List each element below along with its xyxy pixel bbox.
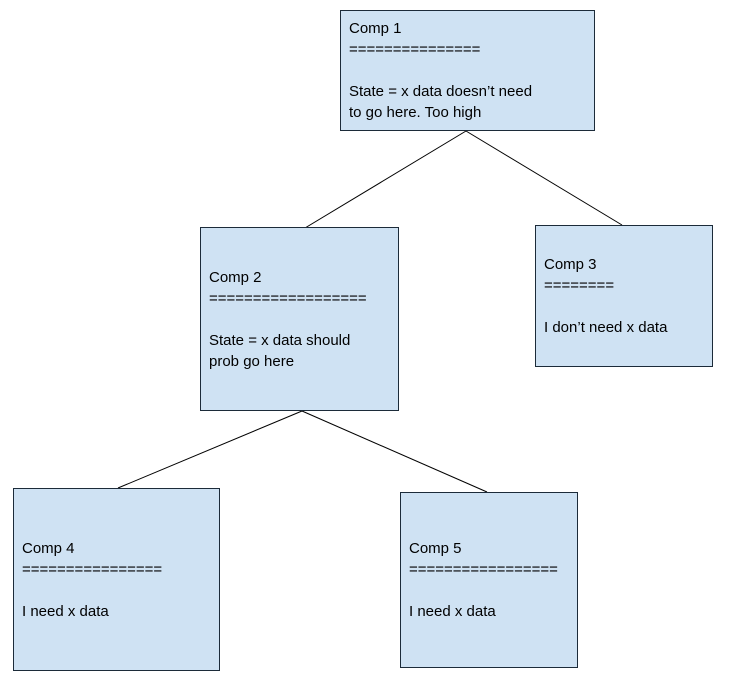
edge-comp2-comp4 [117, 410, 303, 489]
node-comp5-gap [409, 580, 569, 601]
edge-comp2-comp5 [301, 410, 488, 493]
node-comp1: Comp 1 =============== State = x data do… [340, 10, 595, 131]
node-comp3-underline: ======== [544, 277, 615, 294]
node-comp4-body: I need x data [22, 602, 109, 620]
node-comp5-underline: ================= [409, 561, 558, 578]
node-comp1-body: State = x data doesn’t need to go here. … [349, 83, 533, 121]
node-comp5-body: I need x data [409, 603, 496, 620]
node-comp2-underline: ================== [209, 289, 367, 307]
node-comp2-title: Comp 2 [209, 268, 262, 286]
node-comp4: Comp 4 ================ I need x data [13, 488, 220, 671]
node-comp3: Comp 3 ======== I don’t need x data [535, 225, 713, 367]
node-comp4-title: Comp 4 [22, 539, 75, 557]
node-comp1-underline: =============== [349, 41, 481, 58]
node-comp3-body: I don’t need x data [544, 319, 668, 336]
node-comp3-title: Comp 3 [544, 256, 597, 273]
node-comp5-title: Comp 5 [409, 540, 462, 557]
node-comp2: Comp 2 ================== State = x data… [200, 227, 399, 411]
node-comp4-underline: ================ [22, 560, 163, 578]
node-comp3-gap [544, 296, 704, 317]
node-comp1-title: Comp 1 [349, 20, 402, 37]
edge-comp1-comp3 [465, 130, 623, 226]
node-comp2-gap [209, 309, 390, 330]
node-comp5: Comp 5 ================= I need x data [400, 492, 578, 668]
node-comp4-gap [22, 580, 211, 601]
edge-comp1-comp2 [304, 130, 467, 229]
node-comp2-body: State = x data should prob go here [209, 331, 351, 370]
node-comp1-gap [349, 60, 586, 81]
